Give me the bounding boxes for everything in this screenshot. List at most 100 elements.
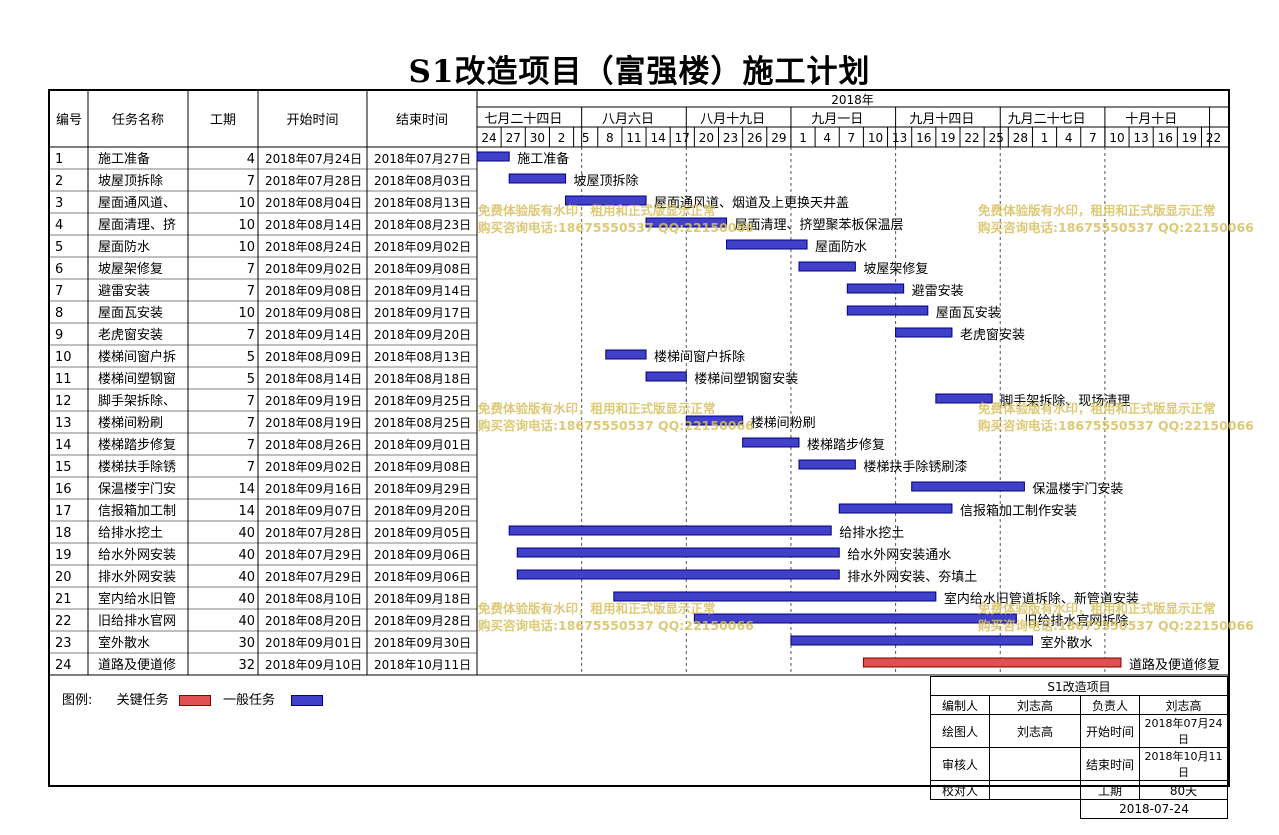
task-start: 2018年09月02日 — [265, 262, 362, 276]
task-bar — [516, 569, 840, 580]
task-id: 1 — [55, 152, 63, 167]
task-duration: 7 — [247, 416, 255, 431]
task-name: 信报箱加工制 — [98, 503, 176, 519]
column-header-id: 编号 — [56, 113, 82, 128]
task-id: 24 — [55, 658, 72, 673]
signoff-editor: 刘志高 — [989, 695, 1081, 715]
task-end: 2018年07月27日 — [374, 152, 471, 166]
timeline-day-label: 17 — [675, 131, 690, 145]
task-duration: 4 — [247, 152, 255, 167]
task-duration: 40 — [238, 548, 255, 563]
signoff-editor-label: 编制人 — [930, 695, 990, 715]
timeline-day-label: 10 — [868, 131, 883, 145]
task-id: 22 — [55, 614, 72, 629]
task-id: 18 — [55, 526, 72, 541]
task-bar — [693, 613, 1017, 624]
signoff-reviewer — [989, 747, 1081, 781]
task-start: 2018年08月10日 — [265, 592, 362, 606]
timeline-day-label: 5 — [582, 131, 590, 145]
task-duration: 7 — [247, 460, 255, 475]
task-name: 坡屋架修复 — [98, 262, 163, 277]
timeline-day-label: 28 — [1013, 131, 1028, 145]
task-id: 20 — [55, 570, 72, 585]
signoff-start-label: 开始时间 — [1080, 714, 1140, 748]
task-name: 楼梯踏步修复 — [98, 438, 176, 453]
task-bar-label: 屋面清理、挤塑聚苯板保温层 — [735, 218, 904, 233]
task-end: 2018年09月20日 — [374, 328, 471, 342]
task-bar-label: 坡屋架修复 — [863, 262, 928, 277]
signoff-duration: 80天 — [1139, 780, 1228, 800]
task-start: 2018年09月01日 — [265, 636, 362, 650]
task-bar-label: 脚手架拆除、现场清理 — [1000, 393, 1130, 409]
task-id: 10 — [55, 350, 72, 365]
task-id: 3 — [55, 196, 63, 211]
task-bar — [895, 327, 953, 338]
timeline-month-label: 九月一日 — [811, 112, 863, 127]
legend-prefix: 图例: — [62, 693, 93, 708]
task-id: 6 — [55, 262, 63, 277]
timeline-day-label: 11 — [626, 131, 641, 145]
legend-normal-label: 一般任务 — [222, 693, 275, 708]
task-duration: 14 — [238, 482, 255, 497]
timeline-day-label: 23 — [723, 131, 738, 145]
timeline-day-label: 4 — [1065, 131, 1073, 145]
critical-task-bar — [862, 657, 1122, 668]
task-name: 屋面防水 — [98, 239, 150, 255]
timeline-day-label: 1 — [799, 131, 807, 145]
task-duration: 10 — [238, 196, 255, 211]
task-start: 2018年07月24日 — [265, 152, 362, 166]
task-end: 2018年09月30日 — [374, 636, 471, 650]
task-start: 2018年09月02日 — [265, 460, 362, 474]
task-bar — [685, 415, 744, 426]
timeline-day-label: 1 — [1041, 131, 1049, 145]
task-end: 2018年09月08日 — [374, 262, 471, 276]
task-bar-label: 旧给排水官网拆除 — [1024, 613, 1128, 629]
legend-critical-label: 关键任务 — [116, 693, 169, 708]
timeline-day-label: 2 — [558, 131, 566, 145]
task-bar-label: 室外散水 — [1040, 635, 1092, 651]
task-bar-label: 楼梯间窗户拆除 — [654, 349, 745, 365]
task-end: 2018年08月13日 — [374, 196, 471, 210]
task-bar — [742, 437, 800, 448]
task-start: 2018年08月14日 — [265, 372, 362, 386]
timeline-day-label: 30 — [530, 131, 545, 145]
task-name: 排水外网安装 — [98, 570, 176, 585]
signoff-duration-label: 工期 — [1080, 780, 1140, 800]
task-bar-label: 信报箱加工制作安装 — [960, 503, 1077, 519]
task-name: 旧给排水官网 — [98, 613, 176, 629]
timeline-day-label: 22 — [964, 131, 979, 145]
timeline-day-label: 25 — [989, 131, 1004, 145]
timeline-day-label: 7 — [1089, 131, 1097, 145]
task-bar — [911, 481, 1025, 492]
task-bar — [508, 173, 567, 184]
task-name: 楼梯间粉刷 — [98, 416, 163, 431]
signoff-start: 2018年07月24日 — [1139, 714, 1228, 748]
task-id: 19 — [55, 548, 72, 563]
task-end: 2018年09月25日 — [374, 394, 471, 408]
task-end: 2018年09月05日 — [374, 526, 471, 540]
task-duration: 5 — [247, 372, 255, 387]
signoff-drawer: 刘志高 — [989, 714, 1081, 748]
task-name: 屋面通风道、 — [98, 196, 176, 211]
task-id: 5 — [55, 240, 63, 255]
task-bar — [935, 393, 993, 404]
task-end: 2018年09月18日 — [374, 592, 471, 606]
task-bar-label: 给排水挖土 — [839, 526, 904, 541]
legend-critical-swatch — [178, 695, 211, 706]
task-bar-label: 楼梯踏步修复 — [807, 438, 885, 453]
task-duration: 5 — [247, 350, 255, 365]
timeline-day-label: 26 — [747, 131, 762, 145]
signoff-checker-label: 校对人 — [930, 780, 990, 800]
task-bar — [476, 151, 510, 162]
signoff-end-label: 结束时间 — [1080, 747, 1140, 781]
task-start: 2018年09月10日 — [265, 658, 362, 672]
timeline-day-label: 4 — [823, 131, 831, 145]
timeline-day-label: 16 — [1158, 131, 1173, 145]
task-start: 2018年09月14日 — [265, 328, 362, 342]
task-name: 楼梯间窗户拆 — [98, 349, 176, 365]
task-bar — [613, 591, 937, 602]
task-end: 2018年09月06日 — [374, 570, 471, 584]
page-title: S1改造项目（富强楼）施工计划 — [408, 54, 871, 90]
timeline-month-label: 八月六日 — [602, 112, 654, 127]
